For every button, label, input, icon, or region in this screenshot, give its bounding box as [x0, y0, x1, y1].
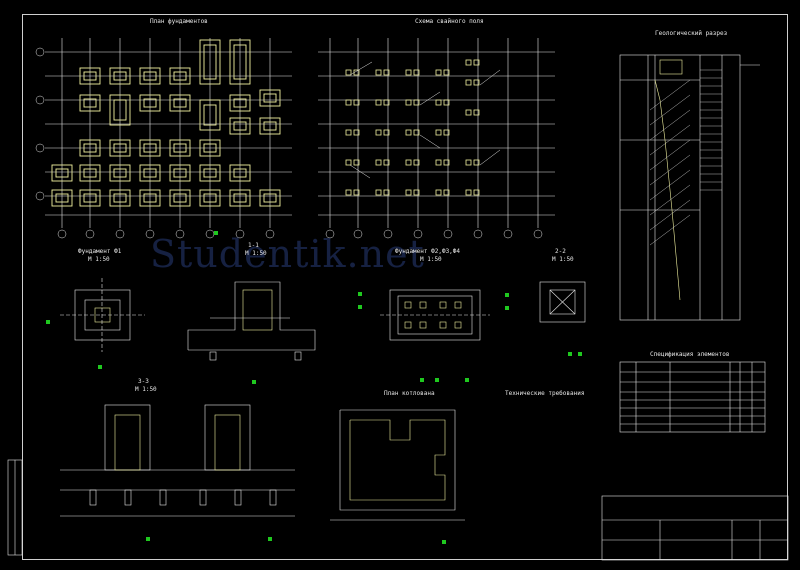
spec-title: Спецификация элементов [650, 351, 730, 358]
foundation-plan-footings [51, 39, 281, 207]
geo-section [619, 54, 760, 321]
section-2-2-scale: М 1:50 [552, 256, 574, 263]
geo-hatching [649, 69, 722, 246]
section-1-1-title: 1-1 [248, 242, 259, 249]
title-block [601, 495, 789, 561]
spec-table [619, 361, 766, 433]
foundation-f2 [380, 289, 490, 341]
foundation-plan-axis-bubbles [35, 47, 275, 239]
pile-plan-axis-bubbles [325, 229, 543, 239]
pile-plan-grid [318, 38, 555, 228]
foundation-f1-title: Фундамент Ф1 [78, 248, 122, 255]
foundation-f1-scale: М 1:50 [88, 256, 110, 263]
section-3-3 [60, 404, 295, 517]
section-3-3-scale: М 1:50 [135, 386, 157, 393]
pit-plan-title: План котлована [384, 390, 435, 397]
pile-plan-leaders [349, 61, 501, 179]
foundation-f2-title: Фундамент Ф2,Ф3,Ф4 [395, 248, 461, 255]
section-3-3-title: 3-3 [138, 378, 149, 385]
foundation-f2-scale: М 1:50 [420, 256, 442, 263]
green-markers [46, 231, 582, 544]
section-1-1 [187, 281, 316, 361]
foundation-plan-title: План фундаментов [150, 18, 208, 25]
foundation-f1 [60, 278, 145, 352]
pile-plan-piles [345, 59, 480, 196]
section-2-2 [539, 281, 586, 323]
section-2-2-title: 2-2 [555, 248, 566, 255]
section-1-1-scale: М 1:50 [245, 250, 267, 257]
foundation-plan-grid [45, 38, 292, 228]
watermark: Studentik.net [150, 232, 425, 276]
margin-stamp [7, 459, 23, 556]
drawing-frame [22, 14, 788, 560]
geo-section-title: Геологический разрез [655, 30, 728, 37]
tech-req-title: Технические требования [505, 390, 585, 397]
pile-plan-title: Схема свайного поля [415, 18, 484, 25]
pit-plan [330, 409, 465, 521]
